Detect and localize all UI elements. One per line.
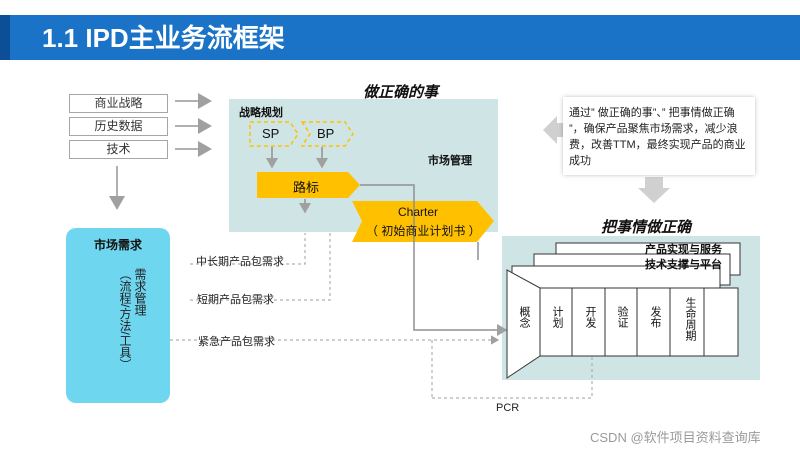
roadmap-label: 路标 <box>293 180 320 195</box>
market-needs-title: 市场需求 <box>93 238 142 252</box>
sp-label: SP <box>262 126 280 141</box>
long-term-req-label: 中长期产品包需求 <box>196 256 284 268</box>
charter-label: Charter <box>398 205 439 219</box>
phase-verify: 验证 <box>616 306 628 328</box>
demand-management-label: 需求管理 <box>133 268 147 316</box>
pcr-label: PCR <box>496 402 520 414</box>
input-business-strategy: 商业战略 <box>69 94 168 113</box>
roadmap-arrow <box>257 172 360 198</box>
market-management-label: 市场管理 <box>428 155 472 167</box>
title-accent <box>0 15 10 60</box>
charter-arrow <box>352 201 494 242</box>
phase-lifecycle: 生命周期 <box>684 297 696 341</box>
urgent-req-label: 紧急产品包需求 <box>198 336 275 348</box>
do-right-things-heading: 做正确的事 <box>363 84 439 101</box>
arrow-roadmap-to-phases <box>360 184 508 336</box>
do-things-right-heading: 把事情做正确 <box>601 219 692 236</box>
line-short-term-req <box>190 233 331 301</box>
line-pcr <box>432 348 593 399</box>
input-technology: 技术 <box>69 140 168 159</box>
market-needs-box <box>66 228 170 403</box>
title-bar <box>0 15 800 60</box>
demand-management-text: 需求管理 （流程/方法/工具） <box>103 268 147 388</box>
note-box: 通过” 做正确的事”、” 把事情做正确 ”，确保产品聚焦市场需求，减少浪费，改善… <box>563 97 755 175</box>
sp-chevron <box>249 121 299 147</box>
demand-management-tools: （流程/方法/工具） <box>118 268 132 371</box>
bp-label: BP <box>317 126 335 141</box>
short-term-req-label: 短期产品包需求 <box>197 294 274 306</box>
product-realization-label: 产品实现与服务 <box>645 244 722 256</box>
watermark: CSDN @软件项目资料查询库 <box>590 430 761 445</box>
phase-release: 发布 <box>649 306 661 328</box>
strategy-planning-label: 战略规划 <box>239 107 283 119</box>
phase-concept: 概念 <box>518 306 530 328</box>
phase-develop: 开发 <box>584 306 596 328</box>
phase-plan: 计划 <box>551 306 563 328</box>
page-title: 1.1 IPD主业务流框架 <box>42 23 285 53</box>
charter-sublabel: （ 初始商业计划书 ） <box>366 224 481 238</box>
line-long-term-req <box>190 233 306 265</box>
down-block-arrow-icon <box>638 177 670 203</box>
left-block-arrow-icon <box>543 116 566 144</box>
input-historical-data: 历史数据 <box>69 117 168 136</box>
tech-platform-label: 技术支撑与平台 <box>645 259 722 271</box>
bp-chevron <box>300 121 354 147</box>
